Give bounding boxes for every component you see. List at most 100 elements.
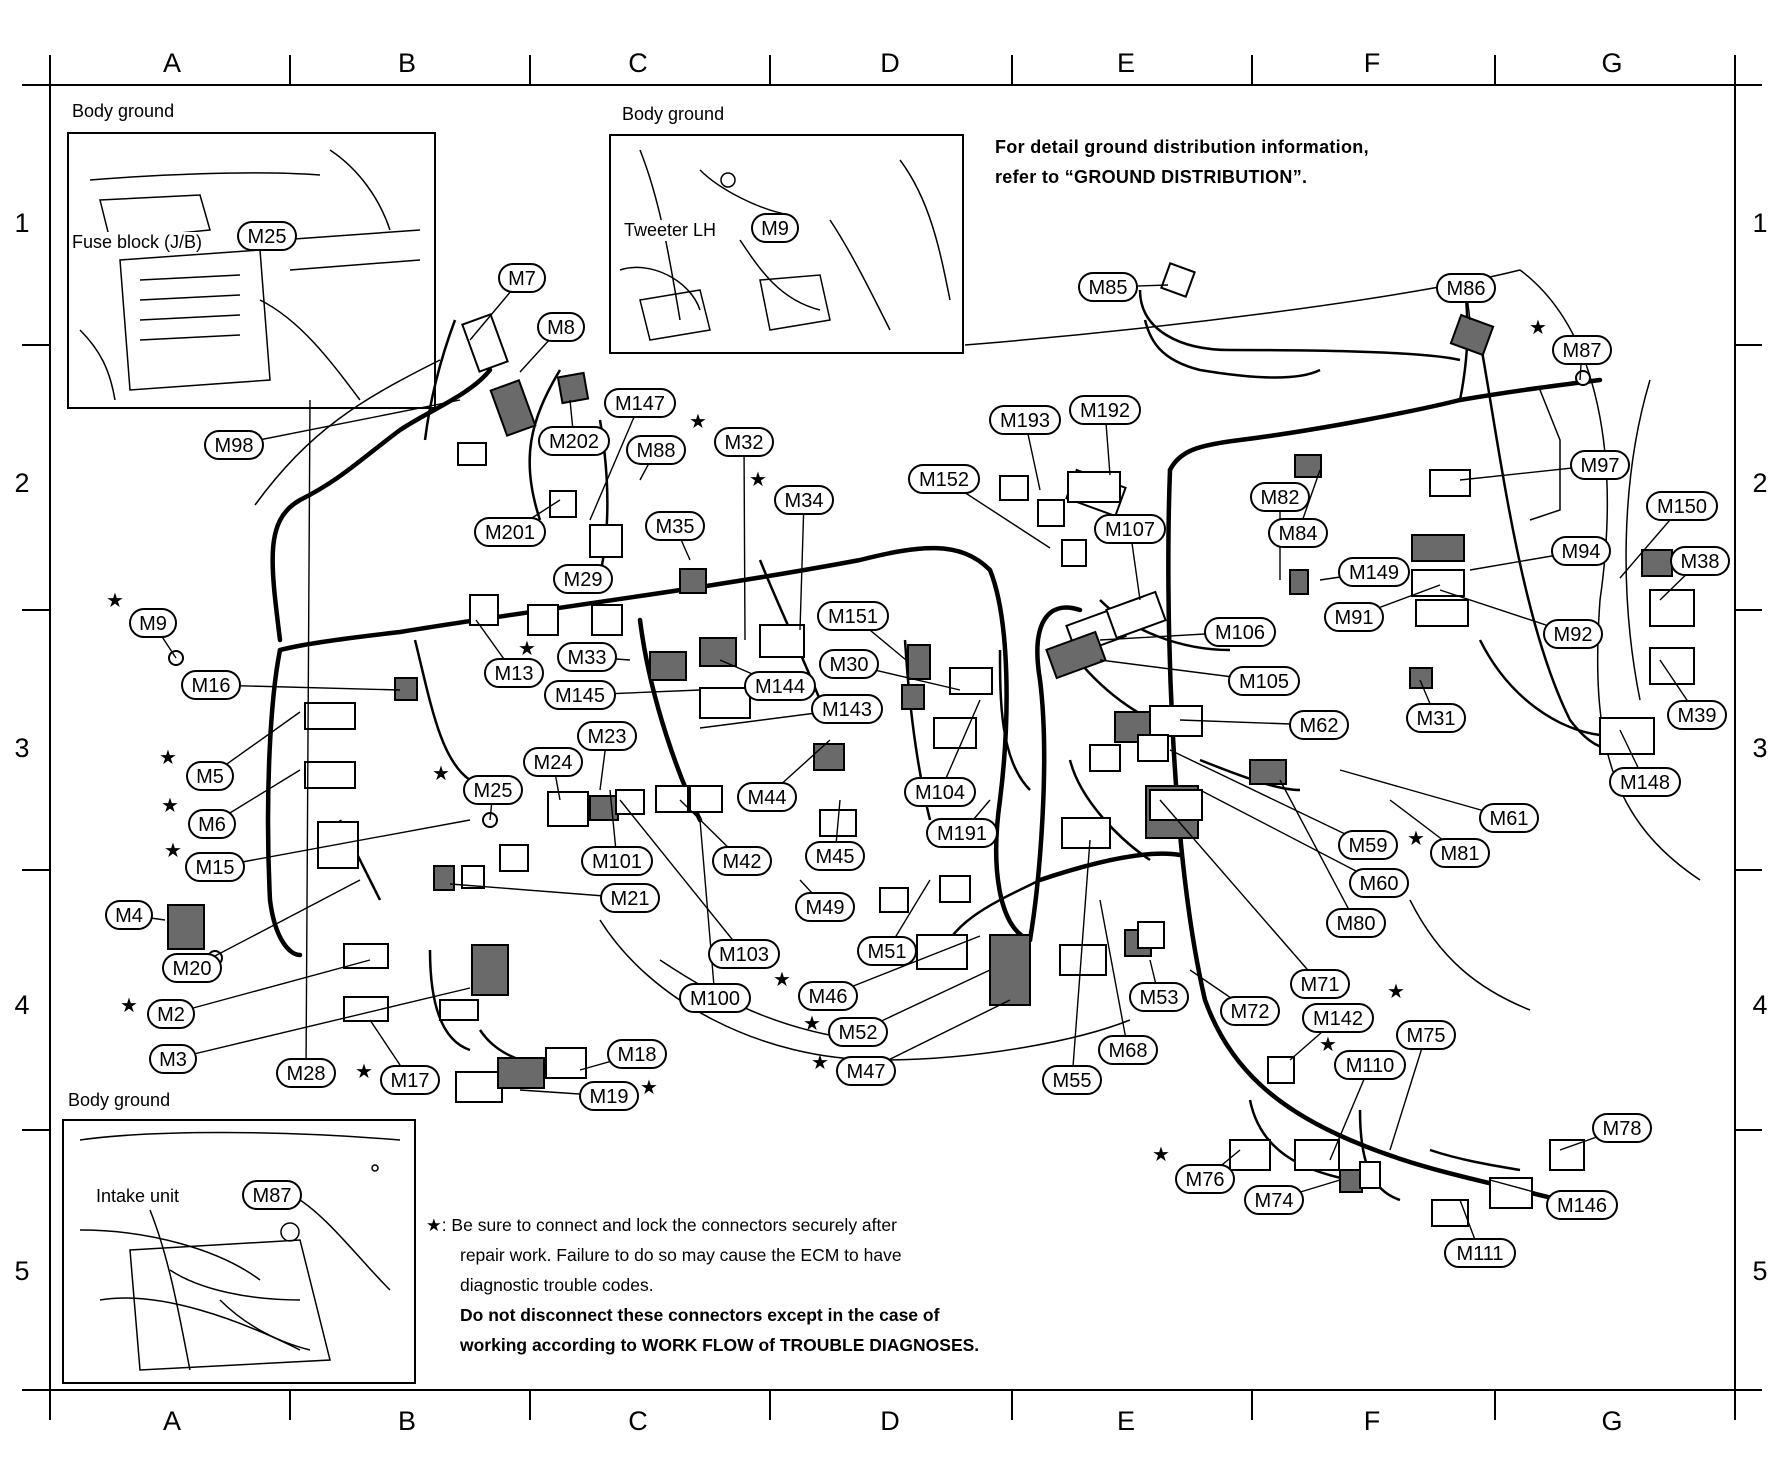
svg-text:M143: M143 bbox=[822, 699, 872, 721]
connector-label-m201: M201 bbox=[474, 517, 546, 547]
connector-body bbox=[1429, 469, 1471, 497]
leader-line-m103 bbox=[619, 799, 745, 955]
connector-label-m18: M18 bbox=[607, 1039, 667, 1069]
connector-body bbox=[699, 687, 751, 719]
star-marker: ★ bbox=[106, 590, 124, 612]
connector-body bbox=[1229, 1139, 1271, 1171]
connector-body bbox=[1105, 590, 1167, 640]
star-marker: ★ bbox=[1407, 828, 1425, 850]
svg-text:M18: M18 bbox=[618, 1044, 657, 1066]
connector-body bbox=[343, 943, 389, 969]
connector-label-m88: M88 bbox=[626, 435, 686, 465]
svg-text:M59: M59 bbox=[1349, 835, 1388, 857]
leader-line-m21 bbox=[449, 883, 631, 899]
leader-line-m75 bbox=[1389, 1034, 1427, 1151]
inset-connector-label-m9: M9 bbox=[751, 213, 799, 243]
connector-body bbox=[1037, 499, 1065, 527]
svg-text:M53: M53 bbox=[1140, 987, 1179, 1009]
connector-label-m24: M24 bbox=[523, 747, 583, 777]
svg-text:M23: M23 bbox=[588, 726, 627, 748]
svg-text:M106: M106 bbox=[1215, 622, 1265, 644]
connector-body bbox=[1599, 717, 1655, 755]
inset-caption-top-left: Body ground bbox=[72, 101, 175, 121]
connector-body bbox=[1289, 569, 1309, 595]
svg-text:M92: M92 bbox=[1554, 624, 1593, 646]
connector-body bbox=[615, 789, 645, 815]
connector-label-m94: M94 bbox=[1551, 536, 1611, 566]
ground-terminal bbox=[1575, 370, 1591, 386]
connector-body bbox=[649, 651, 687, 681]
connector-label-m47: M47★ bbox=[811, 1052, 896, 1086]
connector-label-m38: M38 bbox=[1670, 546, 1730, 576]
star-marker: ★ bbox=[1319, 1034, 1337, 1056]
connector-body bbox=[471, 944, 509, 996]
row-label-left-2: 2 bbox=[14, 468, 29, 498]
connector-label-m49: M49 bbox=[795, 892, 855, 922]
connector-label-m152: M152 bbox=[908, 464, 980, 494]
leader-line-m104 bbox=[939, 699, 981, 793]
connector-body bbox=[489, 379, 537, 437]
connector-label-m148: M148 bbox=[1609, 767, 1681, 797]
footnote: ★: Be sure to connect and lock the conne… bbox=[426, 1210, 1146, 1360]
svg-text:M5: M5 bbox=[196, 766, 224, 788]
svg-text:M75: M75 bbox=[1407, 1025, 1446, 1047]
star-marker: ★ bbox=[120, 995, 138, 1017]
tweeter-label: Tweeter LH bbox=[622, 220, 719, 241]
leader-line-m71 bbox=[1159, 799, 1321, 985]
connector-label-m151: M151 bbox=[817, 601, 889, 631]
connector-label-m192: M192 bbox=[1069, 395, 1141, 425]
connector-body bbox=[1489, 1177, 1533, 1209]
connector-body bbox=[879, 887, 909, 913]
svg-text:M17: M17 bbox=[391, 1070, 430, 1092]
leader-line-m55 bbox=[1071, 839, 1091, 1081]
connector-label-m107: M107 bbox=[1094, 514, 1166, 544]
svg-text:M107: M107 bbox=[1105, 519, 1155, 541]
connector-label-m5: M5★ bbox=[159, 747, 234, 791]
svg-text:M20: M20 bbox=[173, 958, 212, 980]
svg-text:M7: M7 bbox=[508, 268, 536, 290]
row-label-right-2: 2 bbox=[1752, 468, 1767, 498]
connector-label-m19: M19★ bbox=[579, 1077, 658, 1111]
connector-label-m100: M100 bbox=[679, 983, 751, 1013]
svg-text:M97: M97 bbox=[1581, 455, 1620, 477]
leader-line-m32 bbox=[743, 441, 746, 641]
svg-text:M201: M201 bbox=[485, 522, 535, 544]
row-label-right-5: 5 bbox=[1752, 1256, 1767, 1286]
intake-unit-label: Intake unit bbox=[94, 1186, 182, 1207]
connector-label-m55: M55 bbox=[1042, 1065, 1102, 1095]
connector-label-m3: M3 bbox=[149, 1044, 197, 1074]
connector-body bbox=[813, 743, 845, 771]
connector-label-m30: M30 bbox=[819, 649, 879, 679]
svg-text:M152: M152 bbox=[919, 469, 969, 491]
svg-text:M24: M24 bbox=[534, 752, 573, 774]
connector-body bbox=[433, 865, 455, 891]
leader-line-m3 bbox=[172, 987, 471, 1060]
connector-label-m82: M82 bbox=[1250, 482, 1310, 512]
connector-label-m16: M16 bbox=[181, 670, 241, 700]
svg-text:M191: M191 bbox=[937, 823, 987, 845]
connector-body bbox=[527, 604, 559, 636]
svg-text:M84: M84 bbox=[1279, 523, 1318, 545]
connector-label-m34: M34★ bbox=[749, 469, 834, 515]
svg-text:M149: M149 bbox=[1349, 562, 1399, 584]
connector-body bbox=[989, 934, 1031, 1006]
connector-label-m144: M144 bbox=[744, 671, 816, 701]
star-marker: ★ bbox=[1387, 981, 1405, 1003]
svg-text:M19: M19 bbox=[590, 1086, 629, 1108]
svg-text:M80: M80 bbox=[1337, 913, 1376, 935]
svg-text:M78: M78 bbox=[1603, 1118, 1642, 1140]
svg-text:M61: M61 bbox=[1490, 808, 1529, 830]
connector-body bbox=[1549, 1139, 1585, 1171]
connector-label-m76: M76★ bbox=[1152, 1144, 1235, 1194]
svg-text:M9: M9 bbox=[139, 613, 167, 635]
connector-label-m191: M191 bbox=[926, 818, 998, 848]
connector-label-m91: M91 bbox=[1324, 602, 1384, 632]
svg-text:M86: M86 bbox=[1447, 278, 1486, 300]
inset-caption-top-center: Body ground bbox=[622, 104, 725, 124]
connector-body bbox=[759, 624, 805, 658]
connector-label-m85: M85 bbox=[1078, 272, 1138, 302]
leader-line-m68 bbox=[1099, 899, 1129, 1051]
star-marker: ★ bbox=[773, 969, 791, 991]
connector-label-m29: M29 bbox=[553, 564, 613, 594]
